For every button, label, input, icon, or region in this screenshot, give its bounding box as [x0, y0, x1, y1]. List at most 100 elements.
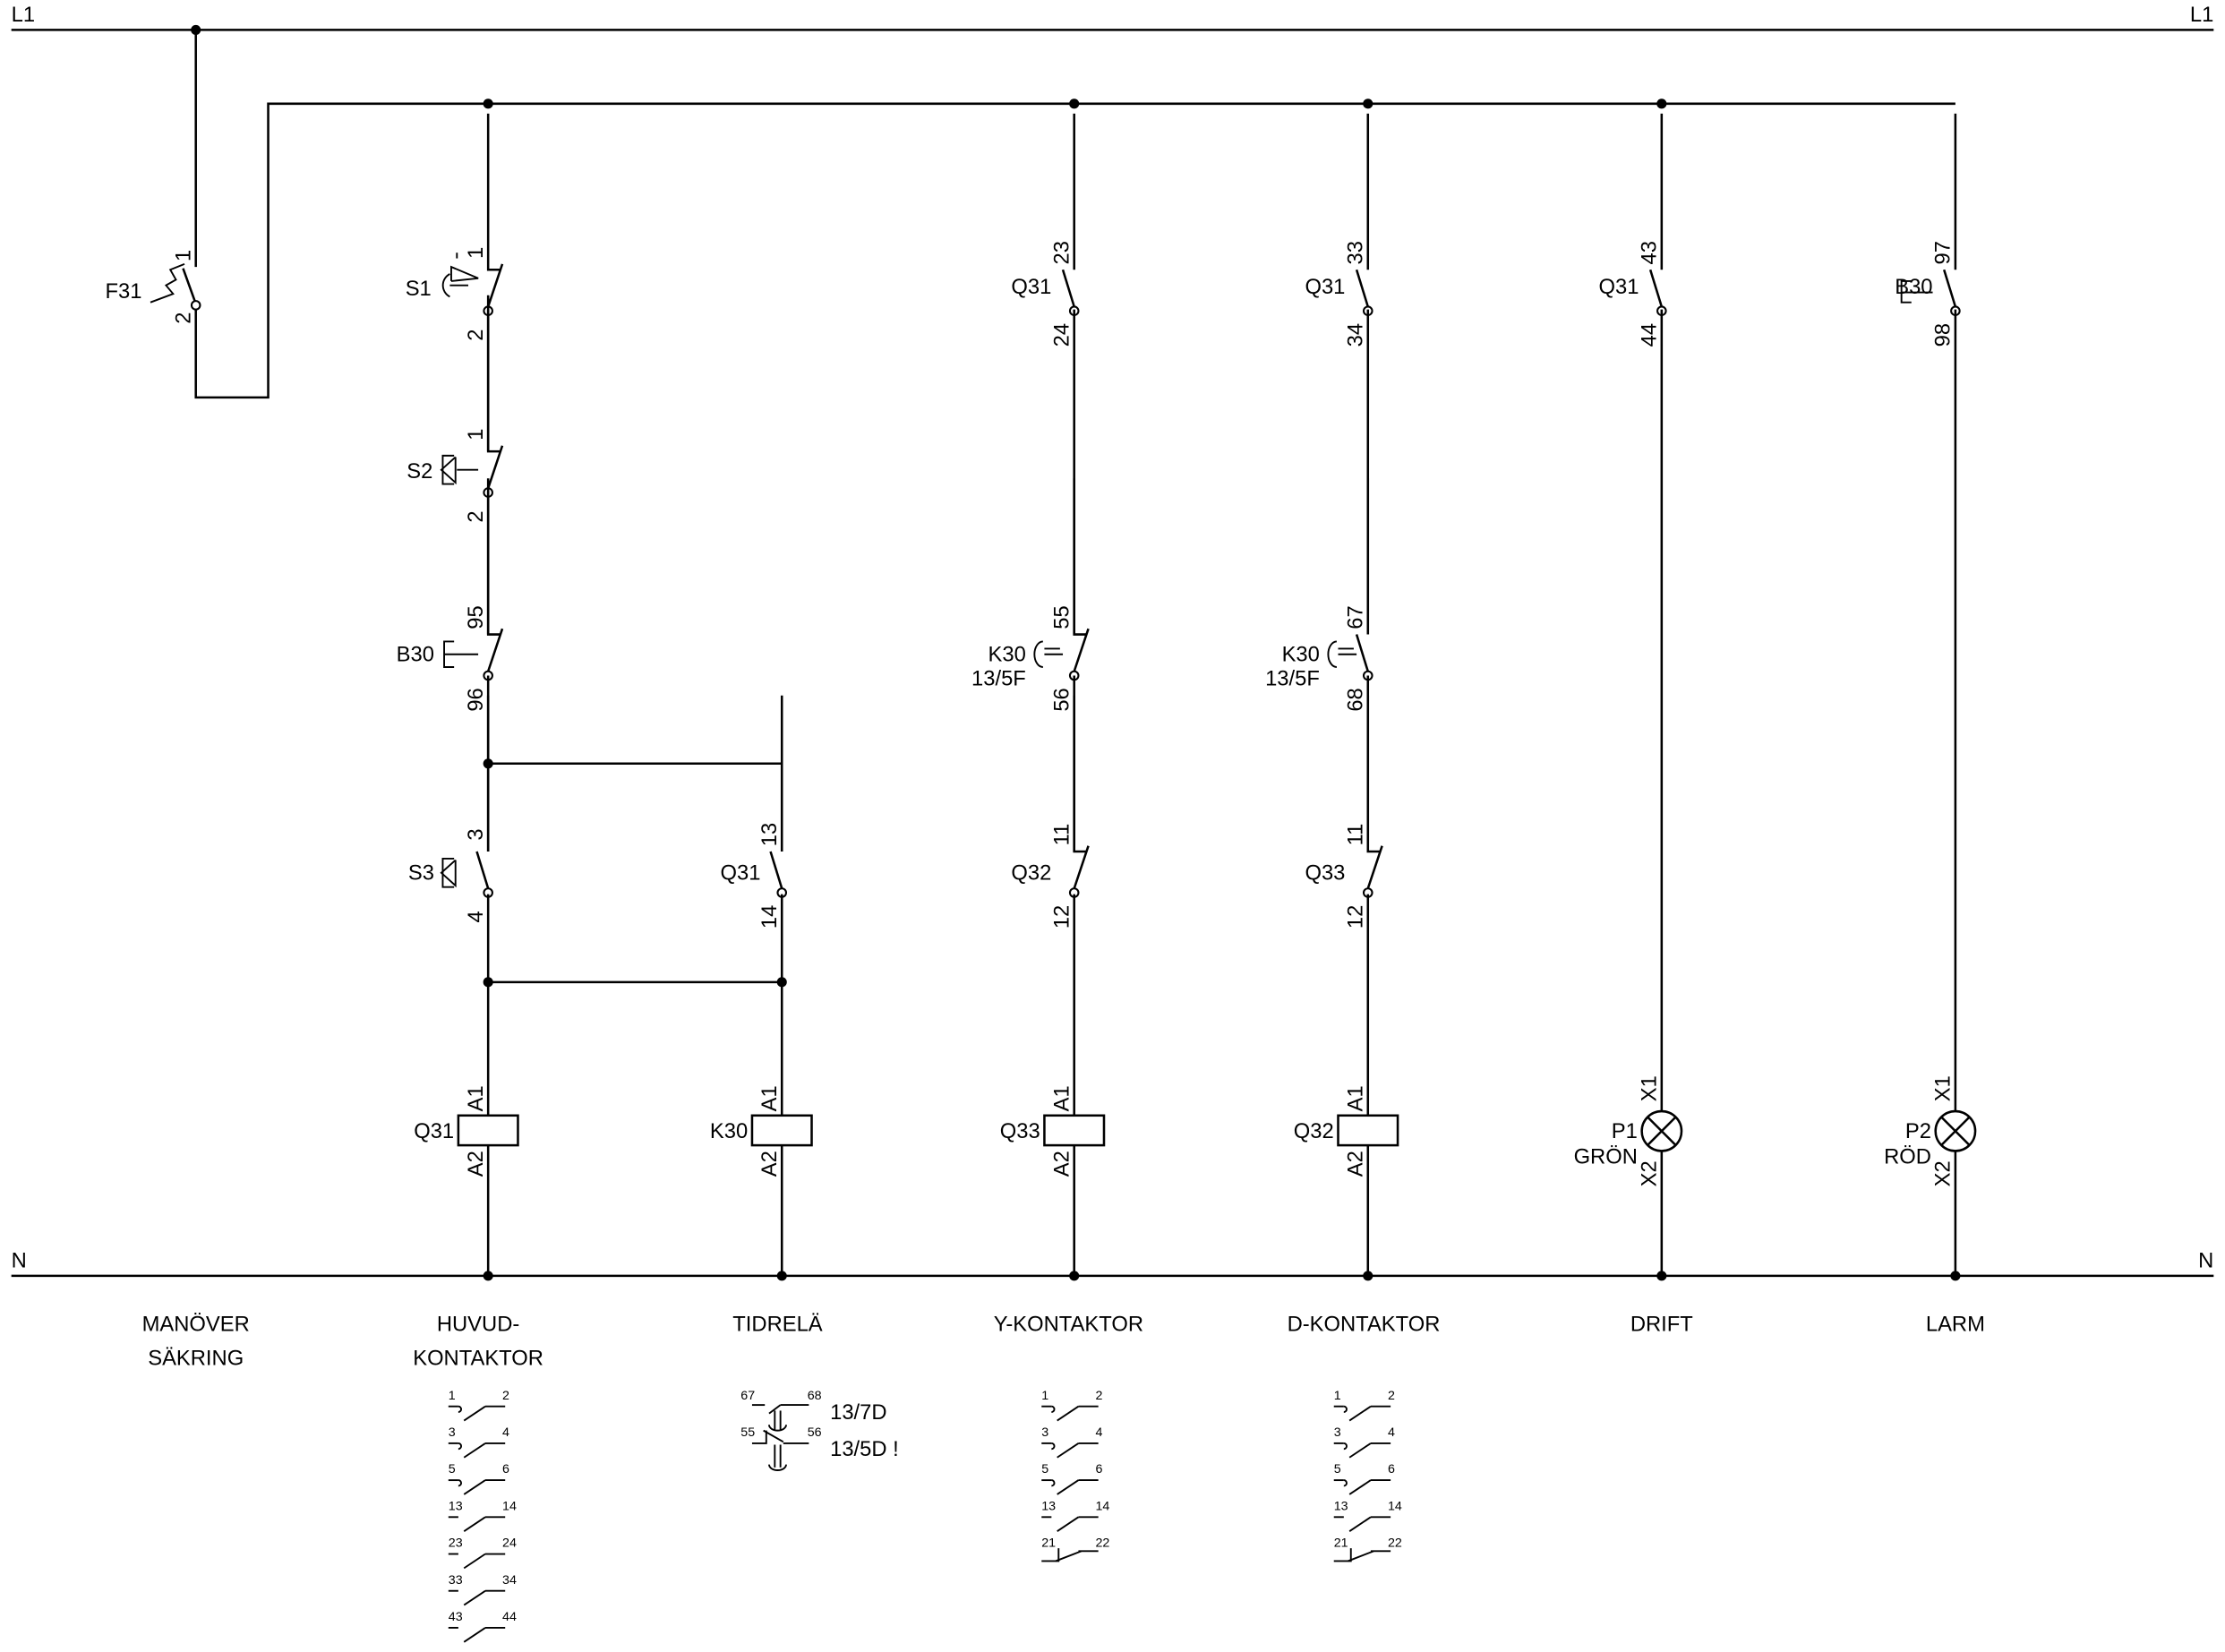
- legend-terminal: 14: [502, 1499, 517, 1513]
- column-title: D-KONTAKTOR: [1288, 1313, 1441, 1337]
- junction-dot: [1363, 98, 1374, 109]
- time-delay-icon: [1033, 640, 1043, 668]
- legend-terminal: 2: [1388, 1389, 1395, 1403]
- b30-contact: [486, 628, 504, 672]
- terminal-number: 12: [1049, 905, 1074, 929]
- s2-label: S2: [406, 459, 432, 484]
- contact-label: Q31: [1011, 275, 1051, 299]
- legend-terminal: 13: [1334, 1499, 1348, 1513]
- q31-aux-contact: [1355, 269, 1369, 307]
- legend-blade: [1057, 1516, 1079, 1532]
- cross-reference: 13/5D !: [830, 1437, 899, 1461]
- interlock-contact: [1073, 695, 1087, 853]
- s3-contact: [475, 851, 490, 889]
- legend-arc-icon: [1051, 1405, 1056, 1413]
- legend-arc-icon: [1343, 1442, 1348, 1451]
- legend-terminal: 1: [1334, 1389, 1341, 1403]
- column-title: TIDRELÄ: [732, 1313, 823, 1337]
- coil-k30: [750, 1114, 813, 1147]
- legend-terminal: 4: [502, 1425, 509, 1440]
- legend-terminal: 33: [449, 1573, 463, 1588]
- terminal-number: 2: [464, 330, 488, 341]
- terminal-number: 33: [1343, 241, 1367, 264]
- legend-terminal: 21: [1334, 1536, 1348, 1551]
- s3-triangle-icon: [440, 859, 457, 888]
- terminal-number: 1: [464, 428, 488, 440]
- mushroom-button-icon: [450, 265, 479, 282]
- junction-dot: [483, 98, 493, 109]
- s2-button-icon: [441, 454, 455, 485]
- s1-contact: [486, 113, 501, 271]
- s2-contact: [486, 295, 501, 453]
- legend-arc-icon: [1051, 1479, 1056, 1487]
- column-title: Y-KONTAKTOR: [994, 1313, 1143, 1337]
- terminal-number: 67: [1343, 605, 1367, 629]
- lamp-label: P1: [1612, 1119, 1638, 1143]
- aux-contact: [1648, 269, 1664, 307]
- q31-aux-contact: [1061, 269, 1075, 307]
- legend-terminal: 34: [502, 1573, 517, 1588]
- legend-terminal: 24: [502, 1536, 517, 1551]
- contact-terminal: [190, 300, 201, 311]
- aux-contact: [1942, 269, 1957, 307]
- cross-reference: 13/5F: [1265, 667, 1320, 691]
- legend-terminal: 4: [1095, 1425, 1102, 1440]
- terminal-number: 68: [1343, 688, 1367, 711]
- legend-nc-contact: [1333, 1548, 1352, 1562]
- legend-terminal: 5: [449, 1462, 456, 1477]
- legend-arc-icon: [458, 1405, 462, 1413]
- k30-timed-contact: [1073, 628, 1090, 672]
- terminal-number: 96: [464, 688, 488, 711]
- legend-arc-icon: [1343, 1405, 1348, 1413]
- junction-dot: [1656, 1271, 1667, 1281]
- terminal-number: A2: [757, 1151, 782, 1177]
- legend-arc-icon: [458, 1479, 462, 1487]
- s1-contact: [486, 263, 504, 307]
- terminal-number: 12: [1343, 905, 1367, 929]
- coil-label: Q32: [1294, 1119, 1334, 1143]
- rail-label: N: [12, 1248, 27, 1272]
- legend-blade: [463, 1553, 486, 1570]
- legend-terminal: 1: [1041, 1389, 1048, 1403]
- contact-label: K30: [988, 643, 1026, 667]
- legend-terminal: 6: [1388, 1462, 1395, 1477]
- legend-blade: [768, 1404, 782, 1415]
- terminal-number: 55: [1049, 605, 1074, 629]
- legend-blade: [1348, 1479, 1372, 1495]
- terminal-number: 11: [1343, 824, 1367, 846]
- s1-label: S1: [406, 277, 432, 301]
- time-delay-icon: [768, 1464, 787, 1471]
- legend-terminal: 3: [449, 1425, 456, 1440]
- terminal-number: 14: [757, 905, 782, 929]
- legend-terminal: 55: [740, 1425, 755, 1440]
- legend-terminal: 5: [1334, 1462, 1341, 1477]
- rail-label: L1: [2190, 3, 2213, 27]
- cross-reference: 13/7D: [830, 1400, 886, 1425]
- legend-arc-icon: [1343, 1479, 1348, 1487]
- junction-dot: [483, 1271, 493, 1281]
- legend-blade: [1057, 1479, 1079, 1495]
- contact-label: Q31: [721, 861, 761, 886]
- legend-terminal: 4: [1388, 1425, 1395, 1440]
- junction-dot: [1950, 1271, 1961, 1281]
- junction-dot: [776, 1271, 787, 1281]
- lamp-cross: [1940, 1116, 1971, 1146]
- column-title: HUVUD-: [437, 1313, 519, 1337]
- time-delay-icon: [768, 1425, 787, 1432]
- legend-blade: [463, 1516, 486, 1532]
- coil: [1043, 1114, 1106, 1147]
- legend-terminal: 2: [502, 1389, 509, 1403]
- legend-blade: [1348, 1405, 1372, 1422]
- lamp-label: P2: [1905, 1119, 1931, 1143]
- column-title: KONTAKTOR: [413, 1347, 543, 1371]
- legend-blade: [463, 1479, 486, 1495]
- legend-blade: [1057, 1442, 1079, 1459]
- legend-terminal: 14: [1388, 1499, 1402, 1513]
- terminal-number: 44: [1637, 323, 1661, 347]
- lamp-cross: [1647, 1116, 1677, 1146]
- interlock-contact: [1073, 845, 1090, 889]
- junction-dot: [1363, 1271, 1374, 1281]
- terminal-number: 43: [1637, 241, 1661, 264]
- terminal-number: X1: [1637, 1075, 1661, 1101]
